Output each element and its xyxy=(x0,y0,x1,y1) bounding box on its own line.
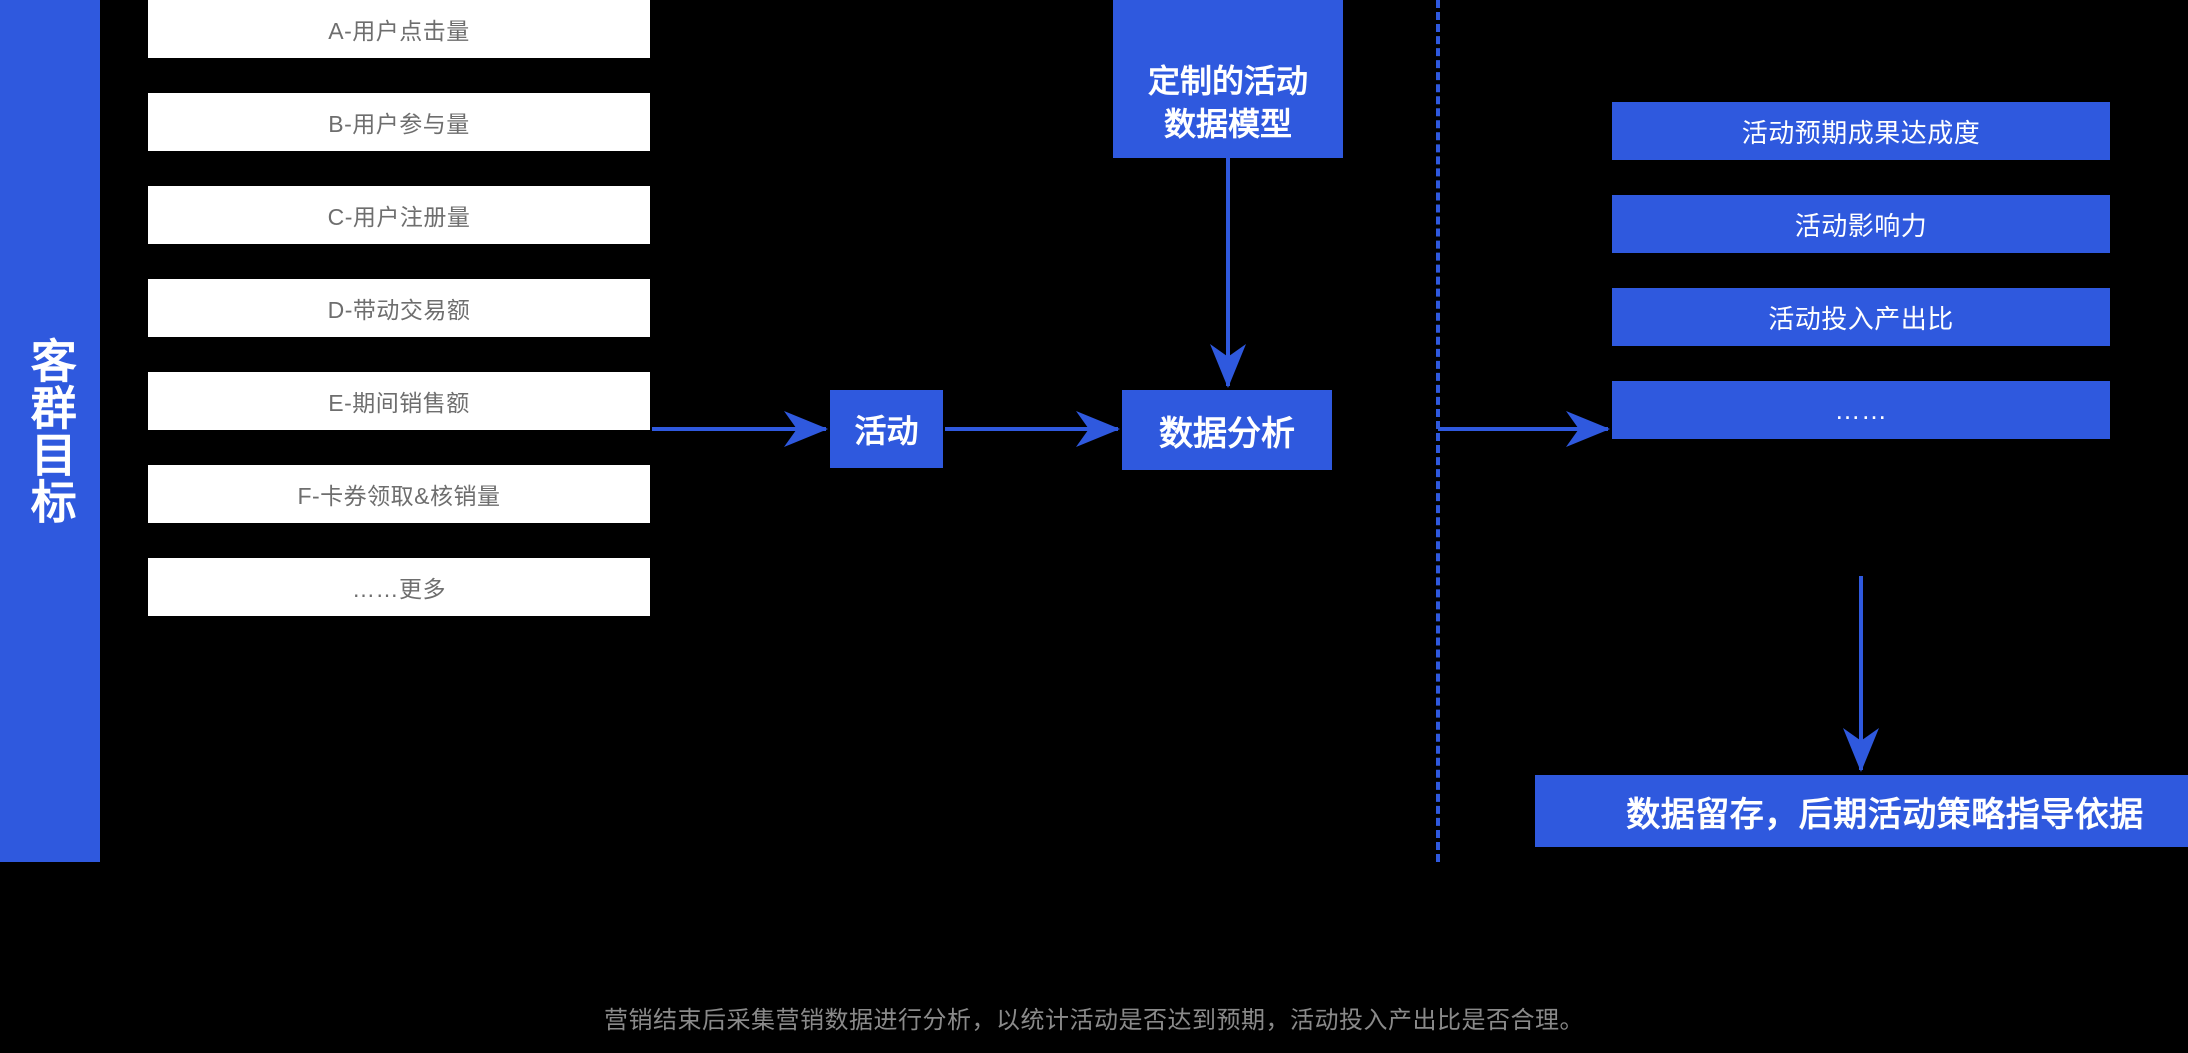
outcome-item[interactable]: 活动影响力 xyxy=(1612,195,2110,253)
metric-item[interactable]: E-期间销售额 xyxy=(148,372,650,430)
customer-goal-bar: 客群目标 xyxy=(0,0,100,862)
outcome-item[interactable]: …… xyxy=(1612,381,2110,439)
metric-item[interactable]: A-用户点击量 xyxy=(148,0,650,58)
metric-item[interactable]: B-用户参与量 xyxy=(148,93,650,151)
outcome-item[interactable]: 活动预期成果达成度 xyxy=(1612,102,2110,160)
node-custom-data-model[interactable]: 定制的活动 数据模型 xyxy=(1113,0,1343,158)
metric-item[interactable]: F-卡券领取&核销量 xyxy=(148,465,650,523)
node-activity[interactable]: 活动 xyxy=(830,390,943,468)
metric-item[interactable]: C-用户注册量 xyxy=(148,186,650,244)
node-data-analysis[interactable]: 数据分析 xyxy=(1122,390,1332,470)
metric-item[interactable]: D-带动交易额 xyxy=(148,279,650,337)
node-custom-data-model-line1: 定制的活动 xyxy=(1147,62,1308,99)
metric-item[interactable]: ……更多 xyxy=(148,558,650,616)
section-divider xyxy=(1436,0,1440,862)
caption-text: 营销结束后采集营销数据进行分析，以统计活动是否达到预期，活动投入产出比是否合理。 xyxy=(604,1007,1584,1034)
outcome-item[interactable]: 活动投入产出比 xyxy=(1612,288,2110,346)
outcome-list: 活动预期成果达成度 活动影响力 活动投入产出比 …… xyxy=(1612,102,2110,474)
conclusion-box[interactable]: 数据留存，后期活动策略指导依据 xyxy=(1535,775,2188,847)
metric-list: A-用户点击量 B-用户参与量 C-用户注册量 D-带动交易额 E-期间销售额 … xyxy=(148,0,650,651)
customer-goal-label: 客群目标 xyxy=(24,337,77,525)
node-custom-data-model-line2: 数据模型 xyxy=(1163,105,1292,142)
